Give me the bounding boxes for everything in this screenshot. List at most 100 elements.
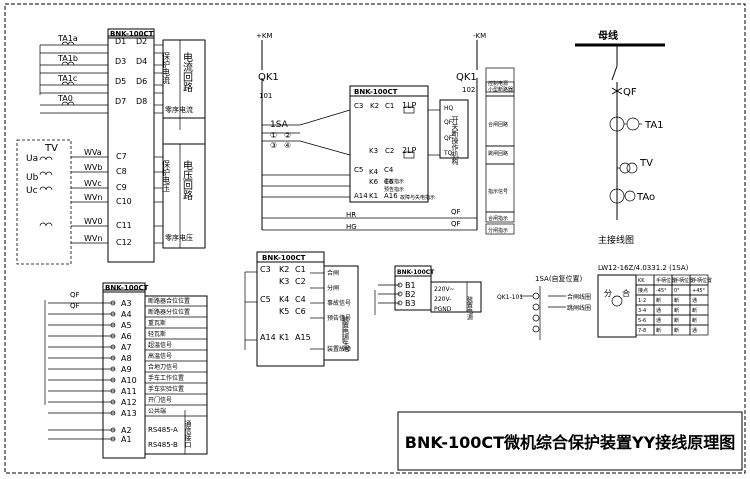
- ct-term-left-1: D3: [115, 57, 126, 66]
- svg-text:预告指示: 预告指示: [384, 186, 404, 193]
- input-label-7: 手车工作位置: [148, 374, 184, 382]
- km-plus: +KM: [256, 32, 273, 40]
- vt-wire-5: WVn: [84, 234, 102, 243]
- ctrl-label-3: 跳闸回路: [488, 150, 508, 157]
- device-label-ct: BNK-100CT: [110, 30, 154, 38]
- sig-label-0: 合闸: [327, 269, 339, 277]
- svg-text:HQ: HQ: [444, 105, 454, 112]
- sig-mid-0: K2: [279, 265, 289, 274]
- ctrl-term-7: C4: [384, 166, 394, 174]
- svg-text:HR: HR: [346, 211, 356, 219]
- comm-label: 通信接口: [184, 419, 192, 448]
- qk1-left: QK1: [258, 72, 279, 83]
- input-label-6: 合地刀信号: [148, 363, 178, 371]
- switch-cell-0-1: 手柄位置: [656, 277, 676, 284]
- sig-right-2: C4: [295, 295, 306, 304]
- switch-cell-5-3: 通: [692, 327, 697, 334]
- power-term-2: B3: [405, 299, 416, 308]
- vt-term-4: C11: [116, 221, 132, 230]
- ctrl-label-6: 分闸指示: [488, 227, 508, 234]
- input-term-0: A3: [121, 299, 132, 308]
- svg-text:TA1: TA1: [644, 120, 664, 131]
- sig-label-1: 分闸: [327, 284, 339, 292]
- input-term-10: A13: [121, 409, 137, 418]
- ctrl-term-12: A16: [384, 192, 398, 200]
- qf-label-2: QF: [70, 302, 80, 310]
- ct-input-3: TA0: [57, 94, 73, 103]
- input-label-4: 超温信号: [148, 341, 172, 349]
- ctrl-term-2: C1: [385, 102, 394, 110]
- svg-text:TQ: TQ: [443, 150, 453, 157]
- svg-text:QF: QF: [444, 135, 453, 142]
- ct-input-0: TA1a: [57, 34, 78, 43]
- sig-mid-4: K1: [279, 333, 289, 342]
- switch-cell-2-0: 1-2: [638, 298, 646, 304]
- phase-ua: Ua: [26, 154, 38, 164]
- drawing-border: [4, 3, 746, 474]
- svg-text:BNK-100CT: BNK-100CT: [397, 269, 435, 276]
- sig-right-0: C1: [295, 265, 306, 274]
- input-term-3: A6: [121, 332, 132, 341]
- ct-term-left-0: D1: [115, 37, 126, 46]
- switch-cell-0-2: 手柄位置: [674, 277, 694, 284]
- sig-right-3: C6: [295, 307, 306, 316]
- switch-cell-5-0: 7-8: [638, 328, 646, 334]
- sig-mid-2: K4: [279, 295, 289, 304]
- svg-text:2LP: 2LP: [402, 146, 417, 155]
- vt-wire-4: WV0: [84, 217, 102, 226]
- ct-vt-section: BNK-100CT 保护电流 电流回路 零序电流 保护电压 电压回路 零序电压 …: [16, 28, 206, 265]
- input-term-2: A5: [121, 321, 132, 330]
- switch-cell-4-1: 通: [656, 317, 661, 324]
- input-label-2: 重瓦斯: [148, 319, 166, 327]
- vt-wire-2: WVc: [84, 179, 102, 188]
- circuit-current-label: 电流回路: [181, 51, 193, 93]
- switch-cell-1-3: +45°: [692, 288, 706, 294]
- svg-text:220V~: 220V~: [434, 286, 455, 293]
- input-label-10: 公共端: [148, 407, 166, 415]
- ctrl-term-6: K4: [369, 168, 379, 176]
- svg-text:PGND: PGND: [434, 306, 452, 313]
- ctrl-label-0: 控制电源: [488, 80, 508, 87]
- svg-text:BNK-100CT: BNK-100CT: [262, 254, 306, 262]
- switch-cell-1-1: -45°: [656, 288, 667, 294]
- zero-voltage-label: 零序电压: [165, 233, 193, 242]
- svg-text:分: 分: [604, 289, 612, 298]
- one-line-section: 母线 QF TA1 TV TAo 主接线图: [575, 29, 665, 246]
- tv-label: TV: [44, 143, 58, 154]
- sig-left-1: C5: [260, 295, 271, 304]
- sig-label-3: 预告信号: [327, 314, 351, 322]
- switch-cell-2-2: 断: [674, 297, 679, 304]
- input-label-1: 断路器分位位置: [148, 308, 190, 316]
- input-term-11: A2: [121, 426, 132, 435]
- qf-label-1: QF: [70, 291, 80, 299]
- svg-text:QF: QF: [451, 220, 461, 228]
- svg-text:合: 合: [622, 288, 630, 298]
- svg-text:BNK-100CT: BNK-100CT: [354, 88, 398, 96]
- ct-term-right-3: D8: [136, 97, 147, 106]
- device-box-ct: [107, 35, 155, 263]
- sig-mid-3: K5: [279, 307, 289, 316]
- input-term-4: A7: [121, 343, 132, 352]
- input-term-7: A10: [121, 376, 137, 385]
- switch-cell-1-0: 接点: [638, 287, 648, 294]
- svg-text:跳闸线圈: 跳闸线圈: [567, 304, 591, 312]
- input-label-3: 轻瓦斯: [148, 330, 166, 338]
- svg-text:④: ④: [284, 141, 291, 150]
- ct-input-2: TA1c: [57, 74, 77, 83]
- svg-text:BNK-100CT: BNK-100CT: [105, 284, 149, 292]
- input-label-5: 高温信号: [148, 352, 172, 360]
- svg-text:③: ③: [270, 141, 277, 150]
- ctrl-term-5: C5: [354, 166, 363, 174]
- svg-text:①: ①: [270, 131, 277, 140]
- switch-cell-3-0: 3-4: [638, 308, 646, 314]
- ctrl-term-11: K1: [369, 192, 378, 200]
- svg-text:101: 101: [259, 92, 272, 100]
- input-term-8: A11: [121, 387, 137, 396]
- ctrl-term-4: C2: [385, 147, 394, 155]
- group-voltage-label: 保护电压: [162, 159, 171, 193]
- input-term-9: A12: [121, 398, 137, 407]
- bus-label: 母线: [598, 29, 618, 42]
- input-term-6: A9: [121, 365, 132, 374]
- mech-label: 开关断操作机构: [451, 116, 459, 166]
